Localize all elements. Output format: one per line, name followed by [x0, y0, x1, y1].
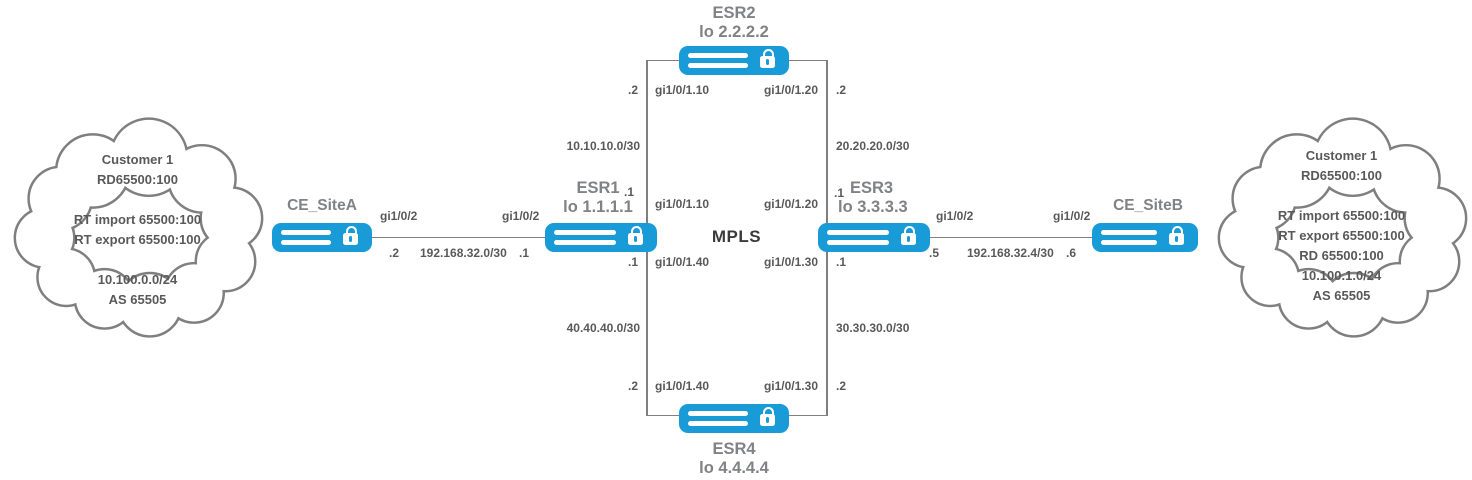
addr-esr3-down: .1 — [836, 255, 847, 269]
router-esr4 — [679, 404, 789, 433]
if-ceb-gi102: gi1/0/2 — [1053, 209, 1091, 223]
if-esr3-gi10120: gi1/0/1.20 — [763, 197, 818, 211]
if-esr3-gi102: gi1/0/2 — [936, 209, 974, 223]
addr-cea: .2 — [389, 246, 400, 260]
cloud-left-line: AS 65505 — [108, 292, 167, 307]
cloud-left-line — [30, 190, 245, 210]
if-esr2-gi10120: gi1/0/1.20 — [763, 83, 818, 97]
addr-esr1-ce-side: .1 — [519, 246, 530, 260]
port-bar — [1101, 239, 1157, 245]
lock-icon — [341, 226, 363, 249]
link-esr3-ceb-line — [900, 236, 1130, 238]
esr3-name: ESR3 — [850, 179, 894, 197]
net-cea-esr1: 192.168.32.0/30 — [420, 246, 507, 260]
if-esr4-gi10130: gi1/0/1.30 — [763, 379, 818, 393]
addr-esr1-up: .1 — [624, 185, 635, 199]
esr4-name: ESR4 — [712, 440, 756, 458]
if-esr1-gi10140: gi1/0/1.40 — [655, 255, 710, 269]
cloud-left-line — [30, 250, 245, 270]
cloud-left-line: RT import 65500:100 — [73, 212, 202, 227]
port-bar — [688, 52, 748, 58]
esr2-name: ESR2 — [712, 4, 756, 22]
customer1-right-info: Customer 1 RD65500:100 RT import 65500:1… — [1234, 146, 1449, 306]
port-bar — [554, 229, 616, 235]
net-esr4-esr1: 40.40.40.0/30 — [566, 321, 640, 335]
if-esr1-gi102: gi1/0/2 — [502, 209, 540, 223]
router-label-ce-siteb: CE_SiteB — [1113, 197, 1183, 214]
addr-ceb: .6 — [1066, 246, 1077, 260]
net-esr3-ceb: 192.168.32.4/30 — [967, 246, 1054, 260]
lock-icon — [626, 226, 648, 249]
cloud-left-line: RD65500:100 — [97, 172, 178, 187]
net-esr1-esr2: 10.10.10.0/30 — [566, 139, 640, 153]
cloud-right-line: 10.100.1.0/24 — [1301, 268, 1382, 283]
cloud-left-line: Customer 1 — [101, 152, 174, 167]
port-bar — [827, 229, 889, 235]
mpls-label: MPLS — [711, 227, 762, 246]
router-ce-siteb — [1092, 223, 1198, 252]
router-esr1 — [545, 223, 657, 252]
esr1-loopback: lo 1.1.1.1 — [563, 198, 633, 216]
cloud-right-line: RD65500:100 — [1301, 168, 1382, 183]
addr-esr1-down: .1 — [627, 255, 638, 269]
lock-icon — [899, 226, 921, 249]
router-label-esr2: ESR2 lo 2.2.2.2 — [674, 4, 794, 42]
lock-icon — [758, 49, 780, 72]
if-esr3-gi10130: gi1/0/1.30 — [763, 255, 818, 269]
addr-esr2-right: .2 — [836, 83, 847, 97]
cloud-right-line: Customer 1 — [1305, 148, 1378, 163]
customer1-left-info: Customer 1 RD65500:100 RT import 65500:1… — [30, 150, 245, 310]
port-bar — [1101, 229, 1157, 235]
net-esr2-esr3: 20.20.20.0/30 — [836, 139, 910, 153]
port-bar — [688, 62, 748, 68]
link-cea-esr1-line — [350, 236, 570, 238]
port-bar — [688, 420, 748, 426]
esr3-loopback: lo 3.3.3.3 — [838, 198, 908, 216]
router-label-esr4: ESR4 lo 4.4.4.4 — [674, 440, 794, 478]
cloud-right-line: AS 65505 — [1312, 288, 1371, 303]
cloud-right-line — [1234, 186, 1449, 206]
if-cea-gi102: gi1/0/2 — [380, 209, 418, 223]
cloud-right-line: RD 65500:100 — [1299, 248, 1384, 263]
esr1-name: ESR1 — [576, 179, 620, 197]
customer1-cloud-right — [1217, 117, 1468, 338]
if-esr2-gi10110: gi1/0/1.10 — [655, 83, 710, 97]
lock-icon — [1167, 226, 1189, 249]
port-bar — [281, 229, 331, 235]
addr-esr4-left: .2 — [627, 379, 638, 393]
if-esr1-gi10110: gi1/0/1.10 — [655, 197, 710, 211]
addr-esr4-right: .2 — [836, 379, 847, 393]
esr4-loopback: lo 4.4.4.4 — [699, 459, 769, 477]
router-label-esr1: ESR1 lo 1.1.1.1 — [556, 179, 640, 217]
router-esr2 — [679, 46, 789, 75]
lock-icon — [758, 407, 780, 430]
customer1-cloud-left — [13, 117, 264, 338]
router-ce-sitea — [272, 223, 372, 252]
port-bar — [281, 239, 331, 245]
router-esr3 — [818, 223, 930, 252]
cloud-left-line: 10.100.0.0/24 — [97, 272, 178, 287]
port-bar — [688, 410, 748, 416]
esr2-loopback: lo 2.2.2.2 — [699, 23, 769, 41]
cloud-right-line: RT import 65500:100 — [1277, 208, 1406, 223]
addr-esr2-left: .2 — [627, 83, 638, 97]
cloud-right-line: RT export 65500:100 — [1278, 228, 1405, 243]
addr-esr3-ce-side: .5 — [929, 246, 940, 260]
router-label-ce-sitea: CE_SiteA — [287, 197, 357, 214]
net-esr3-esr4: 30.30.30.0/30 — [836, 321, 910, 335]
port-bar — [554, 239, 616, 245]
port-bar — [827, 239, 889, 245]
addr-esr3-up: .1 — [834, 186, 845, 200]
if-esr4-gi10140: gi1/0/1.40 — [655, 379, 710, 393]
cloud-left-line: RT export 65500:100 — [74, 232, 201, 247]
